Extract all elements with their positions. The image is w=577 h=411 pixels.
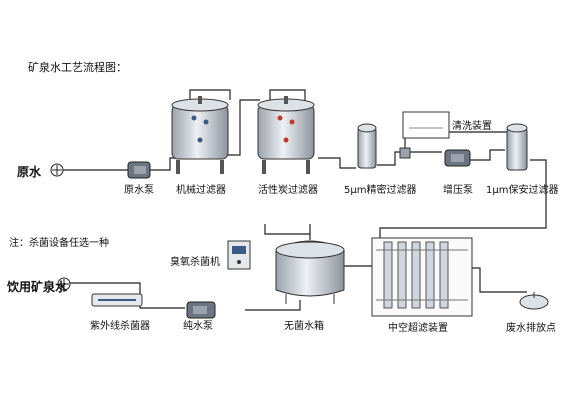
cleaning-device-icon — [402, 111, 450, 139]
mech-filter-tank-icon — [171, 96, 229, 174]
raw-water-label: 原水 — [17, 165, 42, 179]
drinking-water-label: 饮用矿泉水 — [7, 280, 68, 294]
safety-filter-icon — [506, 123, 528, 171]
uf-device-icon — [371, 237, 473, 317]
pure-pump-label: 纯水泵 — [183, 321, 213, 332]
precision-filter-icon — [357, 123, 377, 169]
waste-outlet-icon — [519, 292, 549, 310]
raw-pump-icon — [127, 161, 151, 179]
drinking-water-meter-icon — [57, 277, 71, 291]
ozone-generator-icon — [227, 240, 251, 270]
pure-pump-icon — [186, 301, 216, 319]
raw-pump-label: 原水泵 — [124, 185, 154, 196]
precision-filter-label: 5μm精密过滤器 — [344, 185, 417, 196]
sterile-tank-label: 无菌水箱 — [284, 321, 324, 332]
waste-water-label: 废水排放点 — [506, 323, 556, 334]
carbon-filter-tank-icon — [257, 96, 315, 174]
booster-pump-label: 增压泵 — [443, 185, 473, 196]
uf-device-label: 中空超滤装置 — [388, 323, 448, 334]
sterile-tank-icon — [275, 240, 345, 304]
cleaning-device-label: 清洗装置 — [452, 121, 492, 132]
diagram-title: 矿泉水工艺流程图： — [28, 61, 127, 74]
cleaning-valve-icon — [399, 147, 411, 159]
sterilizer-note: 注：杀菌设备任选一种 — [9, 238, 109, 249]
safety-filter-label: 1μm保安过滤器 — [486, 185, 559, 196]
mech-filter-label: 机械过滤器 — [176, 185, 226, 196]
uv-sterilizer-label: 紫外线杀菌器 — [90, 321, 150, 332]
ozone-gen-label: 臭氧杀菌机 — [170, 257, 220, 268]
uv-sterilizer-icon — [91, 293, 143, 307]
carbon-filter-label: 活性炭过滤器 — [258, 185, 318, 196]
raw-water-meter-icon — [50, 163, 64, 177]
booster-pump-icon — [444, 149, 471, 167]
